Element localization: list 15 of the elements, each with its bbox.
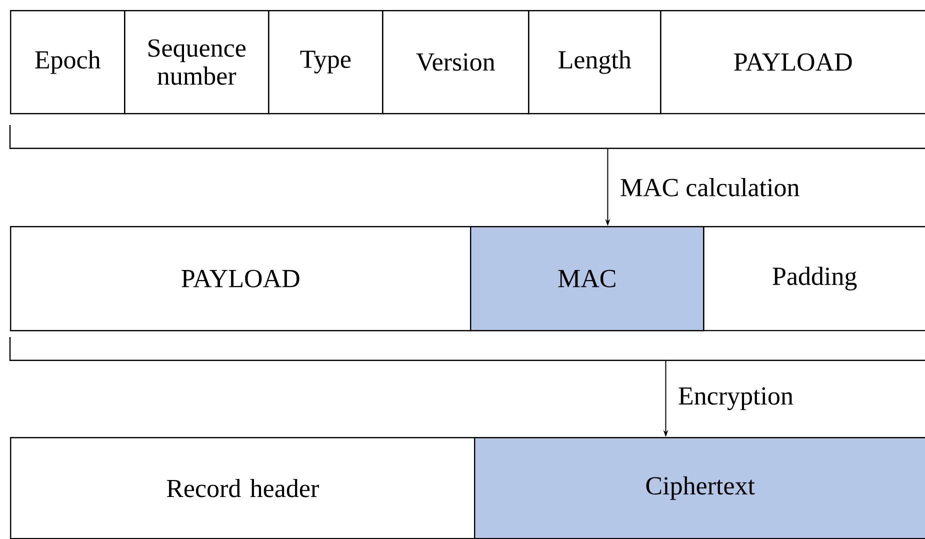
bracket	[9, 125, 925, 149]
field-box: Type	[268, 10, 384, 114]
edge-label: MAC calculation	[620, 178, 800, 196]
bracket	[9, 337, 925, 361]
field-box: MAC	[470, 226, 704, 332]
field-box: Epoch	[10, 10, 126, 114]
field-box: PAYLOAD	[10, 226, 472, 332]
field-box: Version	[382, 10, 530, 114]
field-box: PAYLOAD	[660, 10, 925, 114]
edge-label: Encryption	[678, 387, 794, 410]
field-box: Sequence number	[124, 10, 270, 114]
field-box: Ciphertext	[474, 437, 925, 539]
field-box: Length	[528, 10, 662, 114]
field-box: Padding	[703, 226, 925, 332]
field-box: Record header	[10, 437, 476, 539]
